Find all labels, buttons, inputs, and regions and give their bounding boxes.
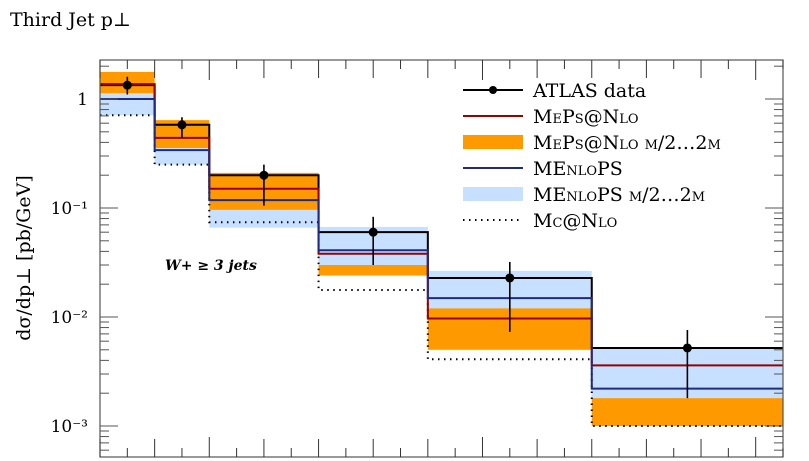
y-axis-label: dσ/dp⊥ [pb/GeV] xyxy=(13,175,35,340)
chart-title: Third Jet p⊥ xyxy=(10,9,131,31)
data-point xyxy=(259,170,269,180)
data-point xyxy=(122,80,132,90)
legend-swatch xyxy=(463,187,523,201)
band-bar xyxy=(209,209,319,228)
series-line xyxy=(100,98,783,390)
legend-label: MePs@Nlo xyxy=(533,106,639,128)
legend-marker xyxy=(489,86,497,94)
y-tick-label: 10⁻³ xyxy=(51,417,88,437)
y-tick-label: 1 xyxy=(77,90,88,110)
legend-label: MEnloPS μ/2…2μ xyxy=(533,184,705,206)
annotation: W+ ≥ 3 jets xyxy=(165,258,257,274)
axes-frame xyxy=(99,59,784,458)
data-point xyxy=(505,273,515,283)
legend-label: MEnloPS xyxy=(533,158,623,180)
legend-label: MePs@Nlo μ/2…2μ xyxy=(533,132,721,154)
legend-label: Mc@Nlo xyxy=(533,210,617,232)
data-point xyxy=(177,120,187,130)
y-tick-label: 10⁻² xyxy=(51,308,88,328)
data-point xyxy=(682,343,692,353)
y-tick-label: 10⁻¹ xyxy=(51,199,88,219)
legend-label: ATLAS data xyxy=(532,80,646,102)
data-point xyxy=(368,227,378,237)
legend-swatch xyxy=(463,135,523,149)
band-bar xyxy=(154,148,210,165)
